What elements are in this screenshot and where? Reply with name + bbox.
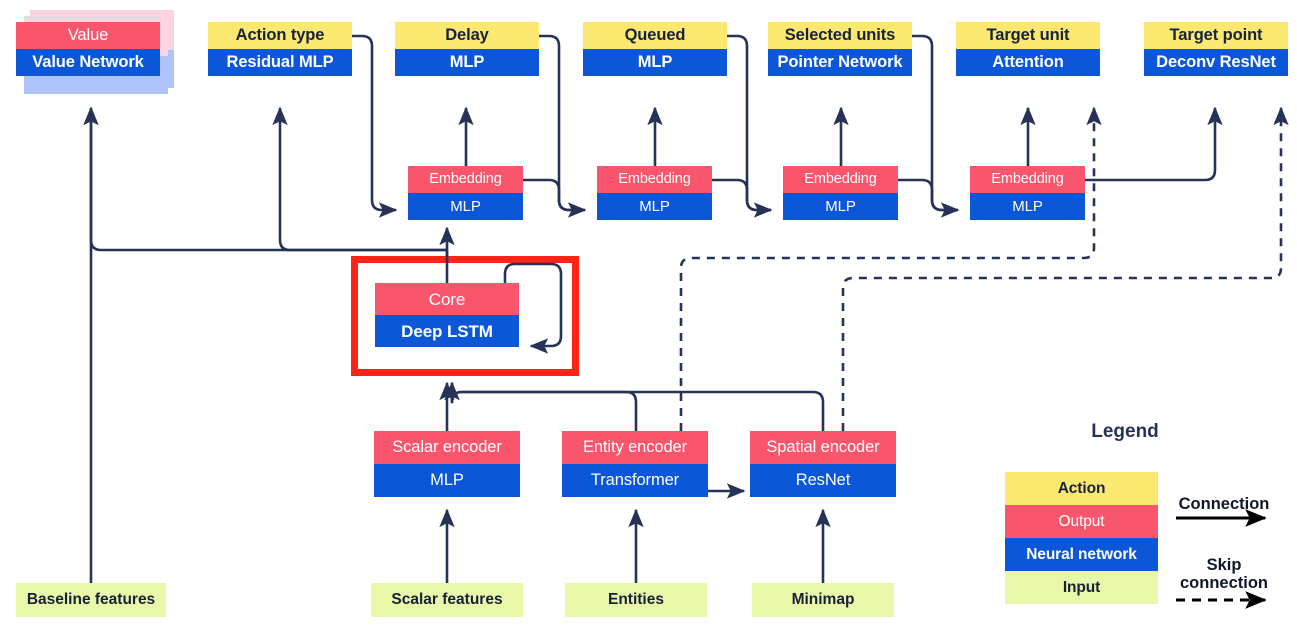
head-target-point-network-label: Deconv ResNet [1144,49,1288,76]
input-entities-label: Entities [608,591,664,608]
legend-skip-connection-label: Skip connection [1179,556,1268,593]
embedding-delay-network-label: MLP [408,193,523,220]
head-target-unit[interactable]: Target unit Attention [956,22,1100,76]
embedding-selected-units-network-label: MLP [783,193,898,220]
head-target-point[interactable]: Target point Deconv ResNet [1144,22,1288,76]
wire-entity-encoder-to-core [444,381,638,431]
embedding-delay-output-label: Embedding [408,166,523,193]
encoder-scalar-output-label: Scalar encoder [374,431,520,464]
wire-embedding-queued-to-embedding-selected-units [712,178,771,212]
head-queued-network-label: MLP [583,49,727,76]
embedding-target-unit-output-label: Embedding [970,166,1085,193]
head-value-output-band: Value [16,22,160,49]
wire-action-type-to-embedding-delay [352,34,398,218]
head-delay-network-label: MLP [395,49,539,76]
input-minimap[interactable]: Minimap [752,583,894,617]
wire-embedding-delay-to-embedding-queued [523,178,585,212]
input-entities[interactable]: Entities [565,583,707,617]
legend-swatch-input-label: Input [1062,578,1101,596]
skip-spatial-encoder-branch-to-target-unit [841,106,1289,431]
head-delay[interactable]: Delay MLP [395,22,539,76]
wire-embedding-selected-units-to-embedding-target-unit [898,178,958,212]
head-selected-units-action-label: Selected units [768,22,912,49]
head-selected-units-network-label: Pointer Network [768,49,912,76]
wire-core-to-value-network [83,106,449,256]
head-selected-units[interactable]: Selected units Pointer Network [768,22,912,76]
embedding-selected-units[interactable]: Embedding MLP [783,166,898,220]
core-output-label: Core [375,283,519,315]
legend-swatch-action: Action [1005,472,1158,505]
legend-swatch-action-label: Action [1057,479,1106,497]
encoder-spatial[interactable]: Spatial encoder ResNet [750,431,896,497]
embedding-queued-output-label: Embedding [597,166,712,193]
wire-selected-units-to-embedding-target-unit [912,34,960,218]
input-baseline-features[interactable]: Baseline features [16,583,166,617]
embedding-queued[interactable]: Embedding MLP [597,166,712,220]
input-minimap-label: Minimap [791,591,855,608]
wire-queued-to-embedding-selected-units [727,34,773,218]
encoder-scalar[interactable]: Scalar encoder MLP [374,431,520,497]
core-network-label: Deep LSTM [375,315,519,347]
input-scalar-features[interactable]: Scalar features [371,583,523,617]
wire-embedding-target-unit-to-target-point-head [1085,106,1223,182]
embedding-queued-network-label: MLP [597,193,712,220]
embedding-target-unit[interactable]: Embedding MLP [970,166,1085,220]
embedding-target-unit-network-label: MLP [970,193,1085,220]
head-value-nn-band: Value Network [16,49,160,76]
head-action-type-network-label: Residual MLP [208,49,352,76]
head-target-point-action-label: Target point [1144,22,1288,49]
encoder-entity[interactable]: Entity encoder Transformer [562,431,708,497]
legend-swatch-output: Output [1005,505,1158,538]
embedding-selected-units-output-label: Embedding [783,166,898,193]
head-delay-action-label: Delay [395,22,539,49]
head-target-unit-network-label: Attention [956,49,1100,76]
head-queued-action-label: Queued [583,22,727,49]
input-baseline-features-label: Baseline features [26,591,156,608]
legend-swatch-neural-network: Neural network [1005,538,1158,571]
wire-spatial-encoder-to-core [444,381,825,431]
legend-title: Legend [1091,421,1159,442]
encoder-entity-network-label: Transformer [562,464,708,497]
wire-delay-to-embedding-queued [539,34,587,218]
skip-entity-encoder-to-selected-units [679,106,1102,431]
encoder-entity-output-label: Entity encoder [562,431,708,464]
head-action-type[interactable]: Action type Residual MLP [208,22,352,76]
encoder-scalar-network-label: MLP [374,464,520,497]
head-action-type-action-label: Action type [208,22,352,49]
legend-swatch-input: Input [1005,571,1158,604]
legend-swatch-output-label: Output [1058,512,1105,530]
legend-swatch-neural-network-label: Neural network [1026,545,1137,563]
embedding-delay[interactable]: Embedding MLP [408,166,523,220]
head-value-overlay: Value Value Network [16,22,160,76]
head-target-unit-action-label: Target unit [956,22,1100,49]
encoder-spatial-network-label: ResNet [750,464,896,497]
core-highlight-rectangle [351,256,579,376]
legend-connection-label: Connection [1178,495,1270,513]
encoder-spatial-output-label: Spatial encoder [750,431,896,464]
head-queued[interactable]: Queued MLP [583,22,727,76]
core-module[interactable]: Core Deep LSTM [375,283,519,347]
input-scalar-features-label: Scalar features [391,591,503,608]
